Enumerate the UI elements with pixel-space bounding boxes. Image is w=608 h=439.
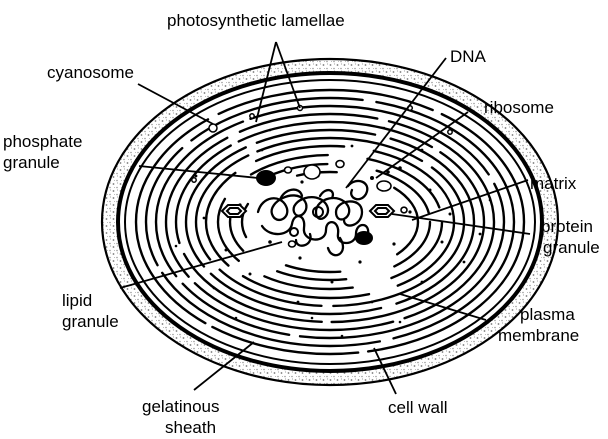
polyphosphate-granule-2 — [355, 231, 373, 245]
label-lipid-line2: granule — [62, 312, 119, 331]
label-protein-line1: protein — [541, 217, 593, 236]
label-phosphate-line1: phosphate — [3, 132, 82, 151]
label-gelatinous-sheath: gelatinous sheath — [142, 397, 224, 437]
label-dna: DNA — [450, 47, 487, 66]
phosphate-granule — [256, 170, 276, 186]
label-lipid-line1: lipid — [62, 291, 92, 310]
label-phosphate-granule: phosphate granule — [3, 132, 87, 172]
label-ribosome: ribosome — [484, 98, 554, 117]
label-gelatinous-line2: sheath — [165, 418, 216, 437]
label-lipid-granule: lipid granule — [62, 291, 119, 331]
label-photosynthetic-lamellae: photosynthetic lamellae — [167, 11, 345, 30]
label-matrix: matrix — [530, 174, 577, 193]
label-phosphate-line2: granule — [3, 153, 60, 172]
label-protein-line2: granule — [543, 238, 600, 257]
label-cell-wall: cell wall — [388, 398, 448, 417]
label-cyanosome: cyanosome — [47, 63, 134, 82]
label-plasma-line2: membrane — [498, 326, 579, 345]
label-gelatinous-line1: gelatinous — [142, 397, 220, 416]
label-plasma-line1: plasma — [520, 305, 575, 324]
